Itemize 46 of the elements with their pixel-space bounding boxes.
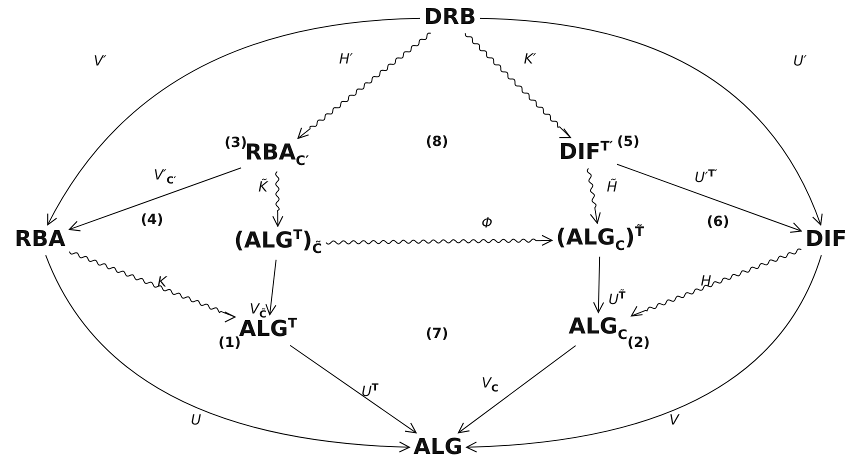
- edge-label: V$_{C}$: [482, 376, 498, 396]
- object-label: RBA: [14, 226, 66, 254]
- arrow: [68, 167, 242, 232]
- diagram-number: (8): [426, 134, 448, 150]
- edge-label: U$^{T̃}$: [608, 291, 626, 309]
- diagram-number: (5): [616, 134, 640, 152]
- diagram-number: (2): [627, 334, 650, 352]
- arrow: [265, 259, 277, 316]
- wavy-arrow: [464, 32, 572, 138]
- edge-label: K̃: [258, 180, 268, 196]
- object-label: ALG: [413, 434, 463, 462]
- edge-label: V: [669, 413, 679, 429]
- diagram-number: (3): [224, 134, 248, 151]
- wavy-arrow: [297, 32, 432, 139]
- edge-label: U′$^{T′}$: [694, 169, 718, 187]
- arrow: [290, 344, 417, 434]
- arrow: [45, 254, 410, 452]
- edge-label: K′: [524, 52, 536, 68]
- diagram-number: (4): [140, 212, 164, 228]
- object-label: (ALG$_{C}$)$^{T̃}$: [556, 225, 644, 255]
- edge-label: V′$_{C′}$: [154, 168, 176, 188]
- edge-label: U′: [793, 54, 807, 70]
- edge-label: V′: [94, 54, 106, 70]
- diagram-number: (6): [706, 214, 730, 230]
- wavy-arrow: [630, 248, 802, 317]
- object-label: (ALG$^{T}$)$_{C̃}$: [234, 228, 322, 258]
- wavy-arrow: [326, 236, 553, 247]
- edge-label: Φ: [481, 216, 493, 232]
- object-label: DIF: [805, 226, 847, 254]
- arrow: [616, 164, 802, 233]
- edge-label: H̃: [606, 180, 618, 196]
- edge-label: H: [700, 274, 712, 290]
- arrow: [47, 18, 420, 226]
- arrow: [480, 18, 822, 226]
- diagram-number: (1): [218, 336, 241, 352]
- edge-label: U: [190, 413, 202, 429]
- edge-label: V$_{C̃}$: [250, 302, 266, 321]
- wavy-arrow: [586, 168, 601, 224]
- arrow: [466, 254, 822, 452]
- arrow: [458, 345, 576, 434]
- diagram-number: (7): [426, 326, 448, 342]
- edge-label: U$^{T}$: [362, 383, 378, 401]
- arrow: [593, 256, 604, 313]
- edge-label: H′: [339, 52, 353, 68]
- wavy-arrow: [272, 171, 284, 227]
- object-label: DRB: [424, 4, 476, 32]
